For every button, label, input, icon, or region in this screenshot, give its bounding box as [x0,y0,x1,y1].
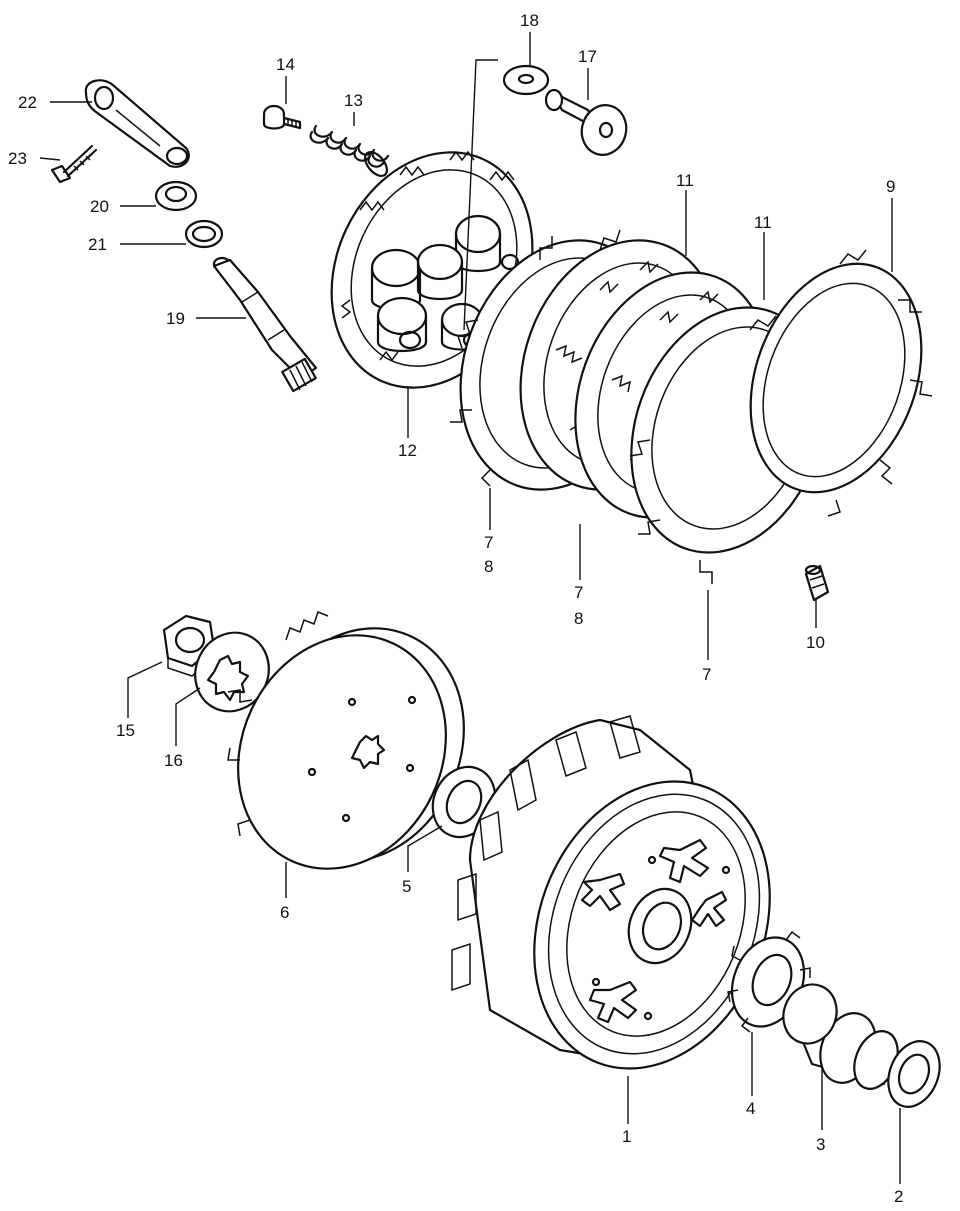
o-ring [184,219,224,249]
callout-6: 6 [280,903,289,922]
callout-19: 19 [166,309,185,328]
callout-18: 18 [520,11,539,30]
bushing [154,180,198,212]
clutch-spring [309,124,390,177]
callout-12: 12 [398,441,417,460]
clutch-plate-stack [450,229,933,584]
callout-8b: 8 [574,609,583,628]
sleeve-hub [227,611,465,870]
callout-22: 22 [18,93,37,112]
callout-5: 5 [402,877,411,896]
leader-lines [39,32,901,1184]
callouts: 22 23 20 21 19 14 13 18 17 12 11 11 9 7 … [8,11,903,1206]
release-shaft [212,256,318,393]
bolt [50,144,98,184]
callout-9: 9 [886,177,895,196]
callout-20: 20 [90,197,109,216]
clutch-housing [451,715,771,1070]
callout-11b: 11 [754,213,772,232]
callout-1: 1 [622,1127,631,1146]
callout-3: 3 [816,1135,825,1154]
callout-17: 17 [578,47,597,66]
callout-23: 23 [8,149,27,168]
release-arm [84,79,190,168]
callout-8a: 8 [484,557,493,576]
pressure-bolt [262,104,302,130]
washer [887,1040,941,1108]
callout-13: 13 [344,91,363,110]
callout-4: 4 [746,1099,755,1118]
spacer [782,983,899,1090]
push-piece [544,88,628,156]
callout-14: 14 [276,55,295,74]
callout-2: 2 [894,1187,903,1206]
callout-16: 16 [164,751,183,770]
callout-7a: 7 [484,533,493,552]
callout-7c: 7 [702,665,711,684]
callout-10: 10 [806,633,825,652]
needle-pin [804,564,830,602]
thrust-washer [502,64,550,96]
callout-7b: 7 [574,583,583,602]
callout-15: 15 [116,721,135,740]
callout-21: 21 [88,235,107,254]
callout-11a: 11 [676,171,694,190]
